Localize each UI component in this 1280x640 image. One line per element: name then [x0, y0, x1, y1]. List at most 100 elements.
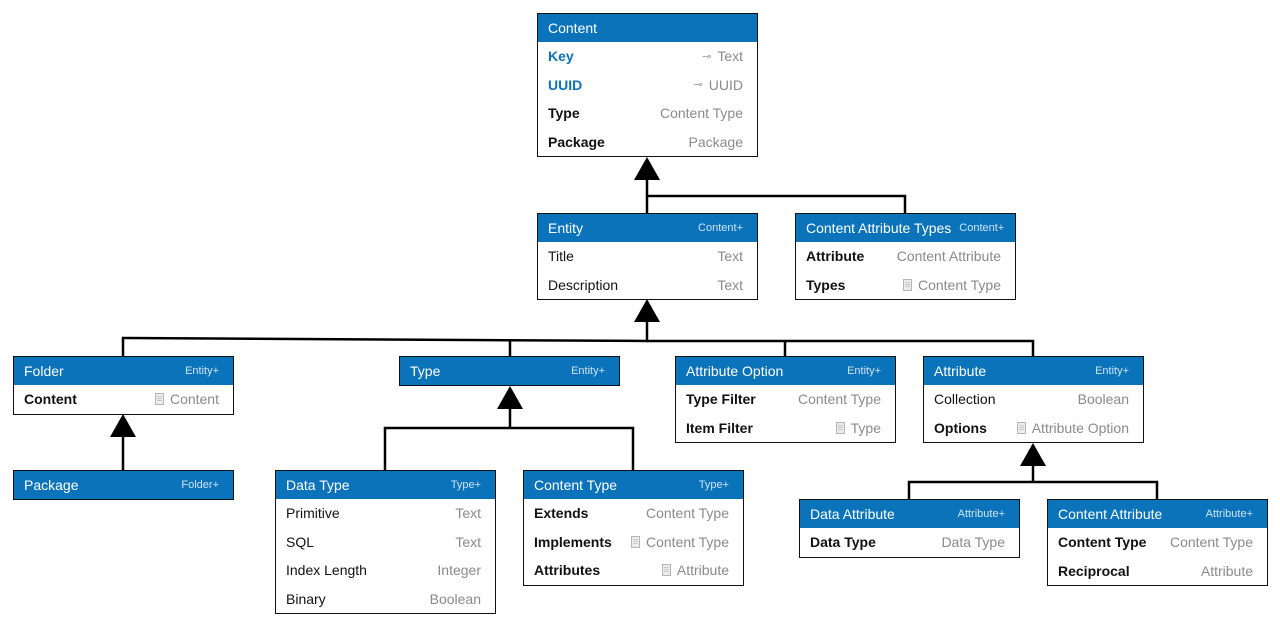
field-type-label: Text: [717, 48, 743, 65]
field-type: Text: [455, 534, 481, 550]
entity-header: Content Type Type+: [524, 471, 743, 499]
field-type-label: Boolean: [1077, 391, 1129, 408]
key-icon: ⊸: [702, 50, 712, 63]
field-row: Collection Boolean: [924, 385, 1143, 414]
field-type: Text: [717, 248, 743, 264]
entity-title: Type: [410, 363, 441, 379]
field-name: Attributes: [534, 562, 601, 579]
field-type: Data Type: [941, 534, 1005, 550]
entity-parent-tag: Folder+: [181, 479, 219, 491]
field-type: Content Type: [630, 534, 729, 550]
entity-title: Package: [24, 477, 79, 493]
field-type-label: Attribute: [1200, 562, 1253, 579]
field-name: Description: [548, 276, 619, 293]
field-type-label: Content Type: [917, 276, 1001, 293]
field-type: Content Attribute: [897, 248, 1001, 264]
field-type: Attribute: [1201, 563, 1253, 579]
field-name: Implements: [534, 533, 612, 550]
entity-box-attribute-option: Attribute Option Entity+ Type Filter Conten…: [675, 356, 896, 443]
connector-folder-to-entity: [121, 322, 649, 356]
field-type-label: Attribute: [676, 562, 729, 579]
entity-box-folder: Folder Entity+ Content Content: [13, 356, 234, 415]
field-name: Options: [934, 419, 987, 436]
field-name: SQL: [286, 533, 315, 550]
connector-cat-to-content: [645, 180, 907, 213]
field-name: Collection: [934, 391, 996, 408]
field-type-label: Content Type: [797, 391, 881, 408]
entity-title: Folder: [24, 363, 64, 379]
connector-attrs-to-attribute: [907, 480, 1159, 499]
entity-title: Content Attribute Types: [806, 220, 952, 236]
field-name: Item Filter: [686, 419, 753, 436]
entity-parent-tag: Type+: [698, 479, 729, 491]
field-type-label: Text: [455, 505, 481, 522]
field-type-label: Text: [717, 248, 743, 265]
entity-title: Content Attribute: [1058, 506, 1163, 522]
entity-header: Attribute Option Entity+: [676, 357, 895, 385]
field-name: Binary: [286, 590, 326, 607]
entity-title: Data Type: [286, 477, 350, 493]
field-type: Package: [689, 134, 743, 150]
entity-title: Attribute Option: [686, 363, 784, 379]
inherit-arrow-type: [497, 386, 523, 409]
field-row: SQL Text: [276, 528, 495, 557]
connector-types-to-type: [383, 426, 635, 470]
field-name: Type Filter: [686, 391, 756, 408]
field-type-label: Content Type: [1169, 534, 1253, 551]
field-type: Content Type: [1170, 534, 1253, 550]
entity-title: Entity: [548, 220, 584, 236]
entity-parent-tag: Entity+: [571, 365, 605, 377]
document-icon: [902, 278, 912, 291]
entity-parent-tag: Attribute+: [1205, 508, 1253, 520]
field-row: Attributes Attribute: [524, 556, 743, 585]
field-type: Text: [455, 505, 481, 521]
field-type: Content Type: [902, 276, 1001, 293]
document-icon: [1016, 421, 1026, 434]
field-row: Types Content Type: [796, 271, 1015, 300]
field-name: Types: [806, 276, 846, 293]
document-icon: [835, 421, 845, 434]
entity-parent-tag: Content+: [698, 222, 743, 234]
inherit-arrow-attribute: [1020, 443, 1046, 466]
field-type: Attribute: [661, 562, 729, 579]
entity-title: Data Attribute: [810, 506, 895, 522]
field-name: Title: [548, 248, 574, 265]
entity-parent-tag: Entity+: [1095, 365, 1129, 377]
document-icon: [630, 535, 640, 548]
field-type: Boolean: [1078, 391, 1129, 407]
entity-parent-tag: Entity+: [847, 365, 881, 377]
entity-parent-tag: Entity+: [185, 365, 219, 377]
entity-header: Folder Entity+: [14, 357, 233, 385]
field-type: Integer: [437, 562, 481, 578]
field-type-label: Integer: [437, 562, 481, 579]
field-type: Content Type: [660, 105, 743, 121]
field-type: Content: [154, 391, 219, 408]
field-type-label: UUID: [708, 76, 743, 93]
entity-header: Entity Content+: [538, 214, 757, 242]
field-row: Description Text: [538, 271, 757, 300]
field-type-label: Content: [169, 391, 219, 408]
field-type-label: Data Type: [941, 534, 1005, 551]
field-type-label: Package: [688, 133, 743, 150]
field-row: Type Filter Content Type: [676, 385, 895, 414]
entity-title: Content Type: [534, 477, 618, 493]
entity-title: Attribute: [934, 363, 987, 379]
field-type: Text: [717, 277, 743, 293]
entity-parent-tag: Type+: [450, 479, 481, 491]
field-name: Content: [24, 391, 77, 408]
